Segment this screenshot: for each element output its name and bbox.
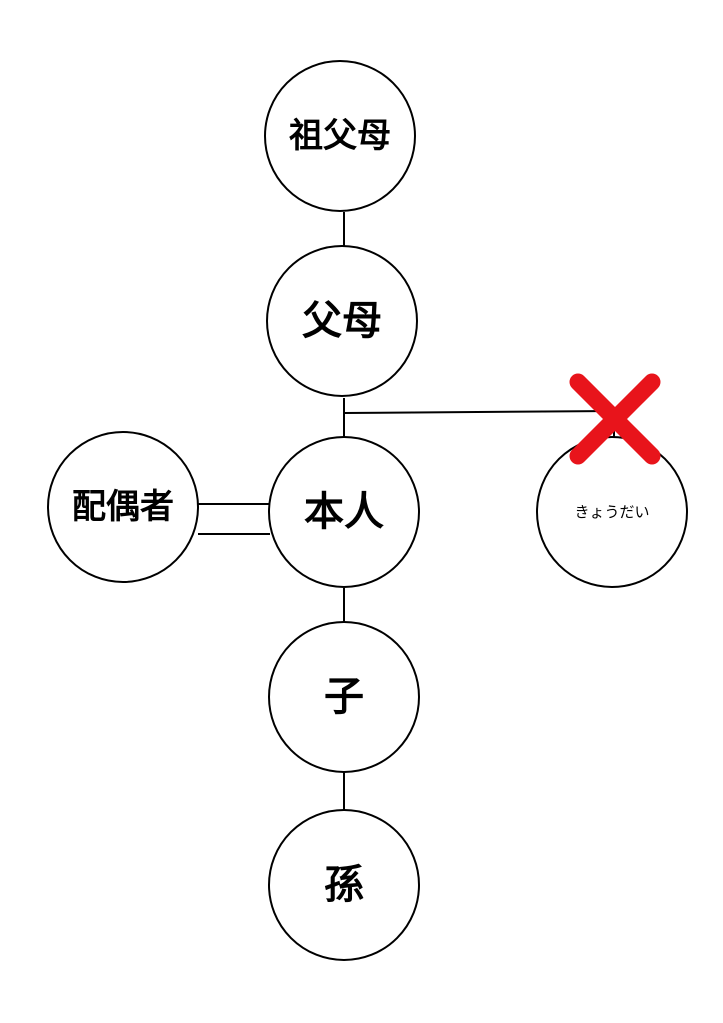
node-label-spouse: 配偶者 [72,487,174,527]
node-grandparents: 祖父母 [264,60,416,212]
node-label-grandchildren: 孫 [324,862,364,908]
node-label-grandparents: 祖父母 [289,116,391,156]
node-siblings: きょうだい [536,436,688,588]
node-label-parents: 父母 [302,298,382,344]
node-circle [264,60,416,212]
node-circle [536,436,688,588]
node-grandchildren: 孫 [268,809,420,961]
node-label-siblings: きょうだい [574,503,649,521]
node-circle [268,621,420,773]
node-label-children: 子 [324,674,364,720]
node-circle [268,809,420,961]
cross-mark-icon [569,373,661,465]
node-circle [47,431,199,583]
node-circle [266,245,418,397]
edge-parents-siblings [343,409,615,437]
node-spouse: 配偶者 [47,431,199,583]
cross-mark-stroke-b [569,373,661,465]
node-children: 子 [268,621,420,773]
node-circle [268,436,420,588]
node-self: 本人 [268,436,420,588]
node-parents: 父母 [266,245,418,397]
node-label-self: 本人 [304,489,384,535]
